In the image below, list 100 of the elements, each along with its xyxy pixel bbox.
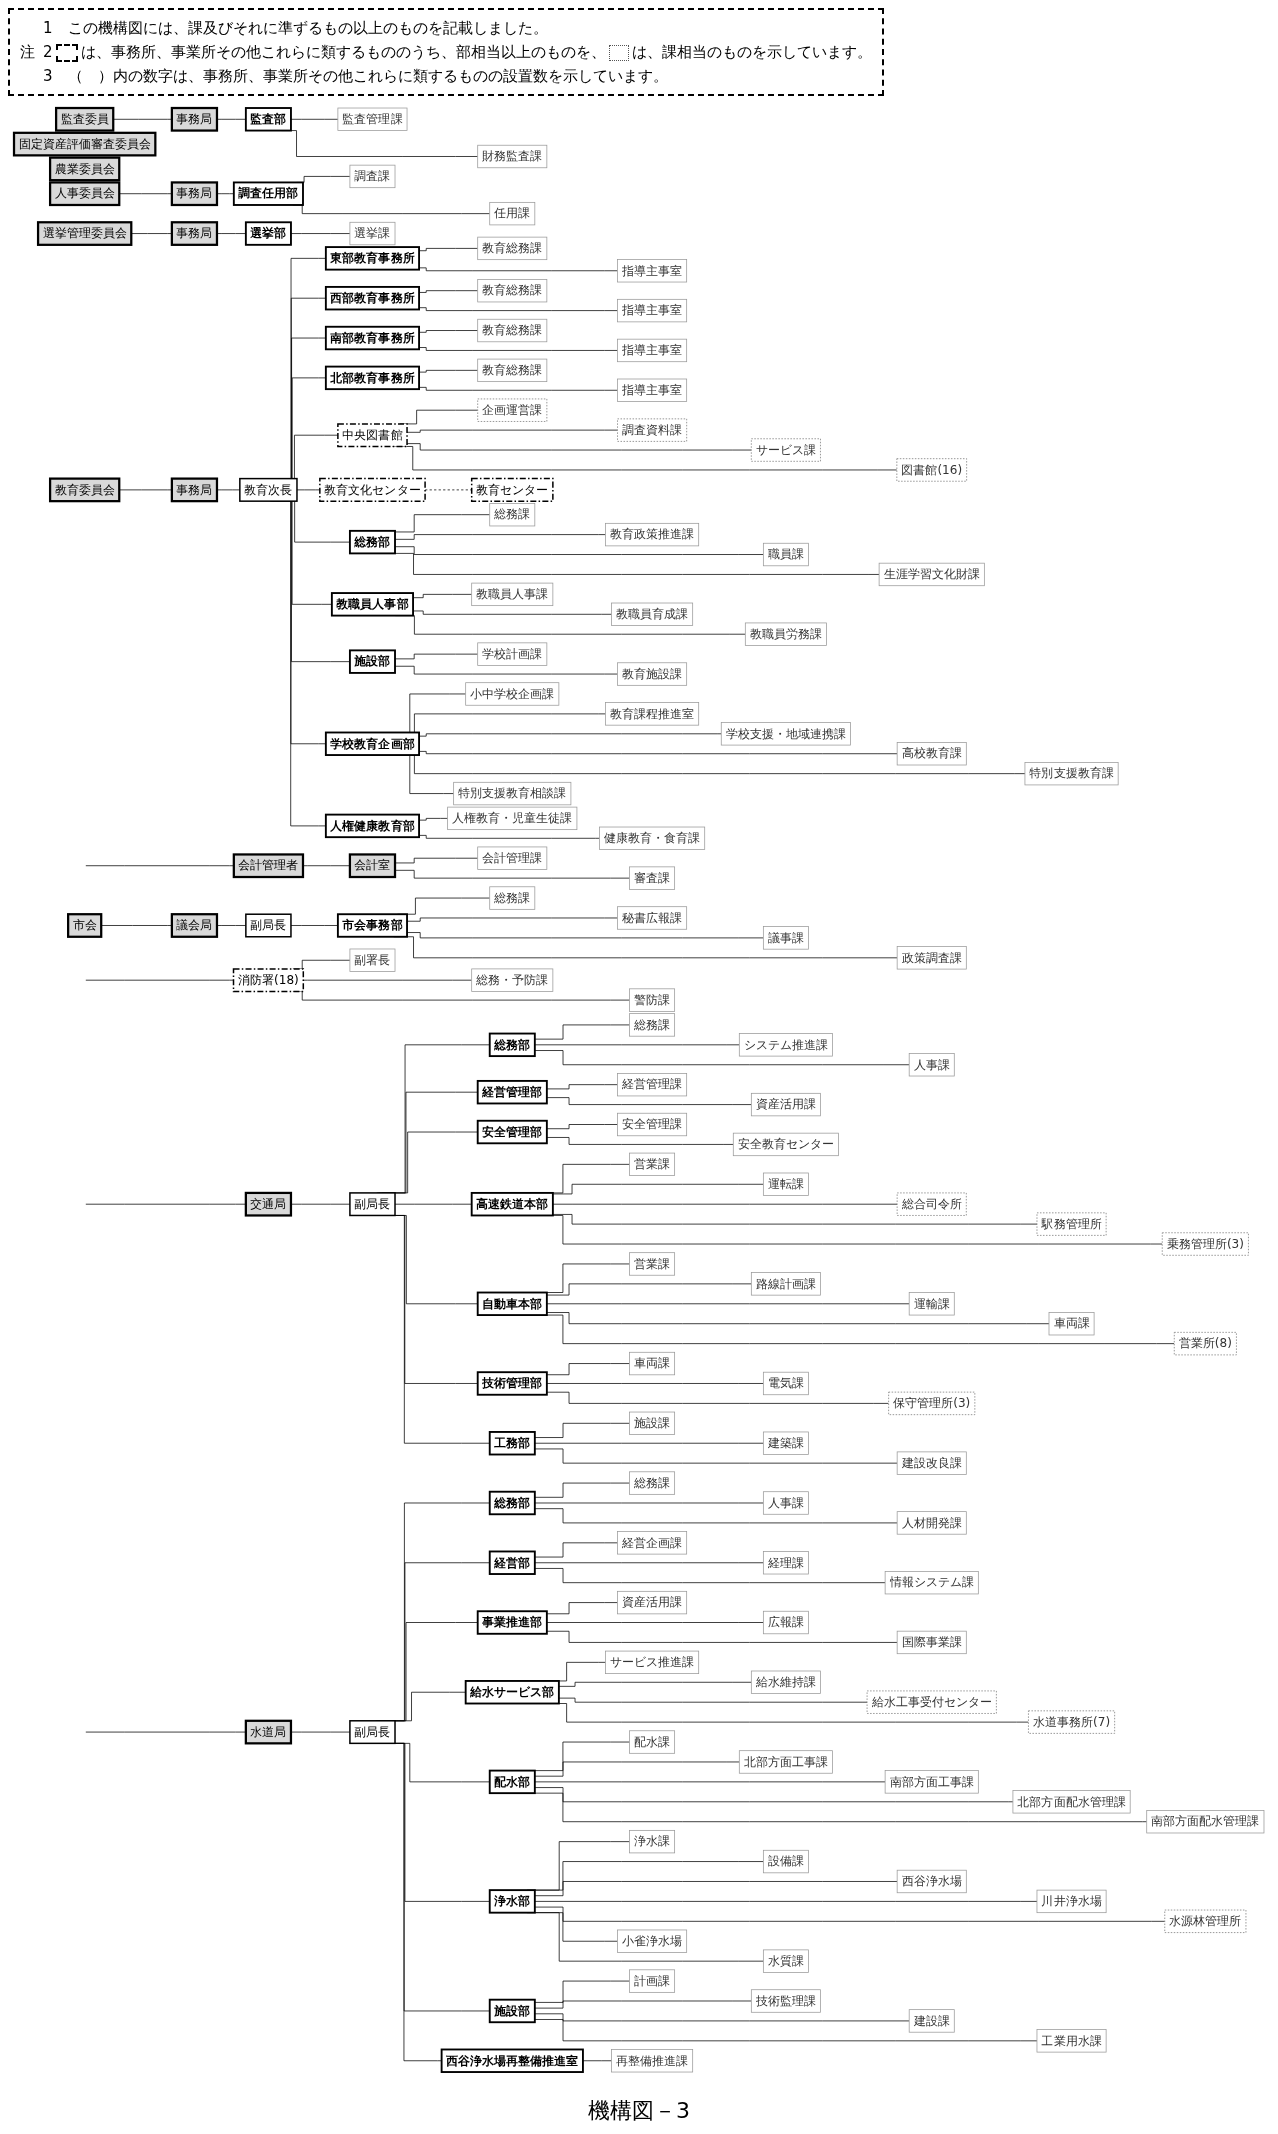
node-box: 固定資産評価審査委員会 — [12, 131, 157, 157]
node-box: 議事課 — [762, 926, 809, 950]
connector — [534, 1542, 618, 1558]
node-box: 事務局 — [170, 477, 219, 503]
node-box: 国際事業課 — [896, 1630, 967, 1655]
node-box: 消防署(18) — [232, 968, 305, 993]
node-box: 技術監理課 — [750, 1989, 821, 2013]
node-box: 教育総務課 — [477, 358, 548, 382]
node-box: サービス推進課 — [605, 1650, 700, 1674]
connector — [558, 1697, 868, 1703]
node-box: 南部教育事務所 — [324, 325, 420, 351]
connector — [534, 2019, 1038, 2042]
node-box: 小雀浄水場 — [617, 1929, 688, 1953]
legend-text: は、課相当のものを示しています。 — [631, 43, 872, 61]
node-box: 監査委員 — [55, 106, 115, 132]
connector — [534, 1901, 1038, 1902]
node-box: 副署長 — [349, 948, 396, 972]
node-box: 教育施設課 — [617, 662, 688, 686]
connector — [534, 1024, 630, 1040]
node-box: 路線計画課 — [750, 1272, 821, 1296]
connector — [534, 1741, 630, 1771]
node-box: 指導主事室 — [617, 259, 688, 283]
node-box: 計画課 — [629, 1969, 676, 1993]
node-box: 電気課 — [762, 1371, 809, 1396]
connector — [534, 1568, 886, 1584]
connector — [290, 118, 339, 120]
node-box: 浄水部 — [488, 1889, 536, 1914]
node-box: 職員課 — [762, 542, 809, 567]
connector — [534, 1980, 630, 2003]
node-box: 教育センター — [470, 477, 554, 502]
node-box: 任用課 — [489, 201, 536, 226]
node-box: 車両課 — [1048, 1312, 1095, 1336]
node-box: 会計管理者 — [232, 853, 305, 879]
node-box: 給水工事受付センター — [866, 1690, 997, 1714]
legend-text: は、事務所、事業所その他これらに類するもののうち、部相当以上のものを、 — [80, 43, 606, 61]
node-box: システム推進課 — [738, 1033, 833, 1057]
node-box: 教育総務課 — [477, 236, 548, 261]
caption: 機構図－3 — [587, 2097, 691, 2125]
node-box: 教育総務課 — [477, 318, 548, 343]
node-box: 指導主事室 — [617, 378, 688, 402]
connector — [546, 1363, 630, 1376]
node-box: 小中学校企画課 — [465, 682, 560, 706]
node-box: 設備課 — [762, 1849, 809, 1874]
node-box: 選挙課 — [349, 221, 396, 246]
node-box: 市会 — [67, 913, 103, 938]
node-box: 北部方面工事課 — [738, 1750, 833, 1774]
node-box: 総務課 — [629, 1013, 676, 1037]
node-box: 駅務管理所 — [1036, 1212, 1107, 1236]
node-box: 配水部 — [488, 1769, 536, 1795]
connector — [534, 2000, 752, 2009]
connector — [534, 1787, 1014, 1803]
node-box: 調査資料課 — [617, 418, 688, 442]
connector — [534, 1422, 630, 1438]
node-box: 事務局 — [170, 221, 219, 246]
connector — [546, 1097, 752, 1105]
connector — [546, 1391, 889, 1404]
node-box: 西部教育事務所 — [324, 286, 420, 311]
node-box: 教職員人事課 — [471, 582, 554, 606]
node-box: 営業所(8) — [1173, 1331, 1237, 1356]
node-box: 教職員人事部 — [330, 592, 414, 617]
node-box: 人事課 — [762, 1491, 809, 1515]
node-box: 配水課 — [629, 1730, 676, 1754]
note-text: 3 （ ）内の数字は、事務所、事業所その他これらに類するものの設置数を示しています。 — [43, 67, 668, 85]
node-box: 技術管理部 — [476, 1371, 548, 1396]
node-box: 教育総務課 — [477, 279, 548, 303]
node-box: 教職員育成課 — [611, 602, 694, 626]
connector — [534, 1508, 898, 1524]
node-box: 保守管理所(3) — [888, 1391, 976, 1416]
node-box: 建設改良課 — [896, 1451, 967, 1475]
node-box: 企画運営課 — [477, 398, 548, 422]
connector — [534, 1761, 740, 1777]
node-box: 経営企画課 — [617, 1531, 688, 1555]
node-box: 教育次長 — [239, 477, 298, 502]
node-box: 事務局 — [170, 106, 219, 132]
node-box: 人権教育・児童生徒課 — [447, 806, 578, 831]
node-box: 学校教育企画部 — [324, 731, 420, 756]
node-box: 水質課 — [762, 1949, 809, 1973]
connector — [534, 1502, 764, 1504]
node-box: 教育課程推進室 — [605, 702, 700, 726]
node-box: 北部教育事務所 — [324, 365, 420, 391]
node-box: 川井浄水場 — [1036, 1889, 1107, 1914]
node-box: 監査部 — [244, 107, 292, 132]
node-box: 自動車本部 — [476, 1291, 548, 1316]
node-box: 水道事務所(7) — [1028, 1710, 1116, 1734]
node-box: 図書館(16) — [896, 458, 967, 482]
node-box: 会計室 — [348, 853, 397, 879]
connector — [546, 1124, 618, 1130]
node-box: 西谷浄水場再整備推進室 — [440, 2048, 584, 2073]
connector — [552, 1214, 1038, 1225]
node-box: 施設部 — [488, 1998, 536, 2024]
node-box: 総合司令所 — [896, 1192, 967, 1216]
node-box: 選挙部 — [244, 221, 292, 246]
node-box: 健康教育・食育課 — [599, 826, 706, 850]
connector — [546, 1630, 898, 1643]
connector — [546, 1303, 910, 1305]
node-box: 南部方面配水管理課 — [1146, 1810, 1265, 1834]
node-box: 資産活用課 — [617, 1590, 688, 1615]
node-box: 水源林管理所 — [1164, 1909, 1247, 1933]
node-box: サービス課 — [750, 438, 821, 462]
node-box: 西谷浄水場 — [896, 1869, 967, 1894]
